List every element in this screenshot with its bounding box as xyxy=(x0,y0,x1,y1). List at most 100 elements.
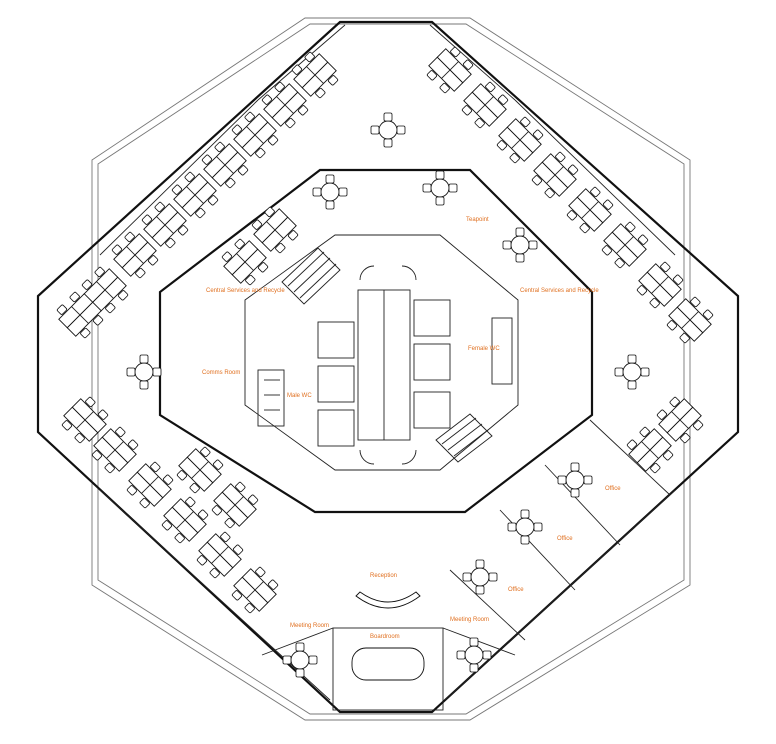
chair xyxy=(672,274,684,285)
workstation-cluster xyxy=(666,296,714,344)
chair xyxy=(702,309,714,320)
table-top xyxy=(430,178,450,198)
chair xyxy=(325,174,335,184)
chair xyxy=(221,251,233,262)
chair xyxy=(496,140,508,151)
chair xyxy=(502,240,512,250)
workstation-cluster xyxy=(291,51,339,99)
chair xyxy=(287,230,299,241)
round-table xyxy=(126,354,162,390)
building-outline xyxy=(36,20,740,714)
chair xyxy=(195,207,206,219)
chair xyxy=(557,475,567,485)
workstation-cluster xyxy=(61,396,109,444)
desk-divider xyxy=(476,96,494,114)
chair xyxy=(117,290,129,301)
chair xyxy=(291,64,303,75)
round-table xyxy=(370,112,406,148)
desk-divider xyxy=(511,131,529,149)
desk-divider xyxy=(176,511,194,529)
chair xyxy=(264,206,275,218)
label-teapoint: Teapoint xyxy=(466,217,489,223)
chair xyxy=(650,462,661,474)
chair xyxy=(267,579,279,590)
workstation-cluster xyxy=(626,426,674,474)
chair xyxy=(520,116,531,128)
reception-desk xyxy=(355,591,421,609)
table-top xyxy=(290,650,310,670)
label-central-services-right-text: Central Services and Recycle xyxy=(520,288,599,294)
workstation-cluster xyxy=(81,266,129,314)
desk-divider xyxy=(246,581,264,599)
chair xyxy=(211,505,223,516)
chair xyxy=(154,201,165,213)
chair xyxy=(639,426,650,438)
desk-divider xyxy=(226,496,244,514)
table-top xyxy=(622,362,642,382)
chair xyxy=(627,354,637,364)
chair xyxy=(212,459,224,470)
chair xyxy=(282,655,292,665)
chair xyxy=(244,111,255,123)
chair xyxy=(275,242,286,254)
desk-divider xyxy=(266,221,284,239)
chair xyxy=(669,396,680,408)
label-reception: Reception xyxy=(370,573,397,579)
chair xyxy=(214,141,225,153)
chair xyxy=(139,380,149,390)
door-swings xyxy=(359,265,417,465)
chair xyxy=(497,94,509,105)
chair xyxy=(115,426,126,438)
table-top xyxy=(320,182,340,202)
chair xyxy=(690,296,701,308)
desk-divider xyxy=(546,166,564,184)
desk-divider xyxy=(276,96,294,114)
desk-divider xyxy=(651,276,669,294)
workstation-cluster xyxy=(426,46,474,94)
chair xyxy=(126,367,136,377)
workstation-cluster xyxy=(496,116,544,164)
chair xyxy=(139,354,149,364)
chair xyxy=(422,183,432,193)
desk-divider xyxy=(441,61,459,79)
chair xyxy=(680,432,691,444)
desk-divider xyxy=(156,216,174,234)
chair xyxy=(327,75,339,86)
chair xyxy=(225,177,236,189)
chair xyxy=(245,274,256,286)
table-top xyxy=(134,362,154,382)
chair xyxy=(383,112,393,122)
chair xyxy=(583,475,593,485)
toilet-cubicles-right xyxy=(413,299,451,429)
boardroom-walls xyxy=(261,627,516,711)
workstation-cluster xyxy=(211,481,259,529)
chair xyxy=(285,117,296,129)
chair xyxy=(165,237,176,249)
chair xyxy=(74,432,85,444)
stairs-right xyxy=(435,413,493,463)
chair xyxy=(435,170,445,180)
chair xyxy=(570,488,580,498)
label-comms-room: Comms Room xyxy=(202,370,240,376)
chair xyxy=(69,291,80,303)
chair xyxy=(462,572,472,582)
desk-divider xyxy=(76,411,94,429)
workstation-cluster xyxy=(656,396,704,444)
label-office-1: Office xyxy=(605,486,621,492)
chair xyxy=(475,585,485,595)
chair xyxy=(692,420,704,431)
chair xyxy=(185,496,196,508)
chair xyxy=(636,285,648,296)
chair xyxy=(439,82,450,94)
round-table xyxy=(462,559,498,595)
chair xyxy=(92,315,104,326)
workstation-cluster xyxy=(531,151,579,199)
round-table xyxy=(507,509,543,545)
desk-divider xyxy=(96,281,114,299)
workstation-cluster xyxy=(126,461,174,509)
chair xyxy=(590,186,601,198)
chair xyxy=(461,105,473,116)
chair xyxy=(469,637,479,647)
chair xyxy=(456,650,466,660)
